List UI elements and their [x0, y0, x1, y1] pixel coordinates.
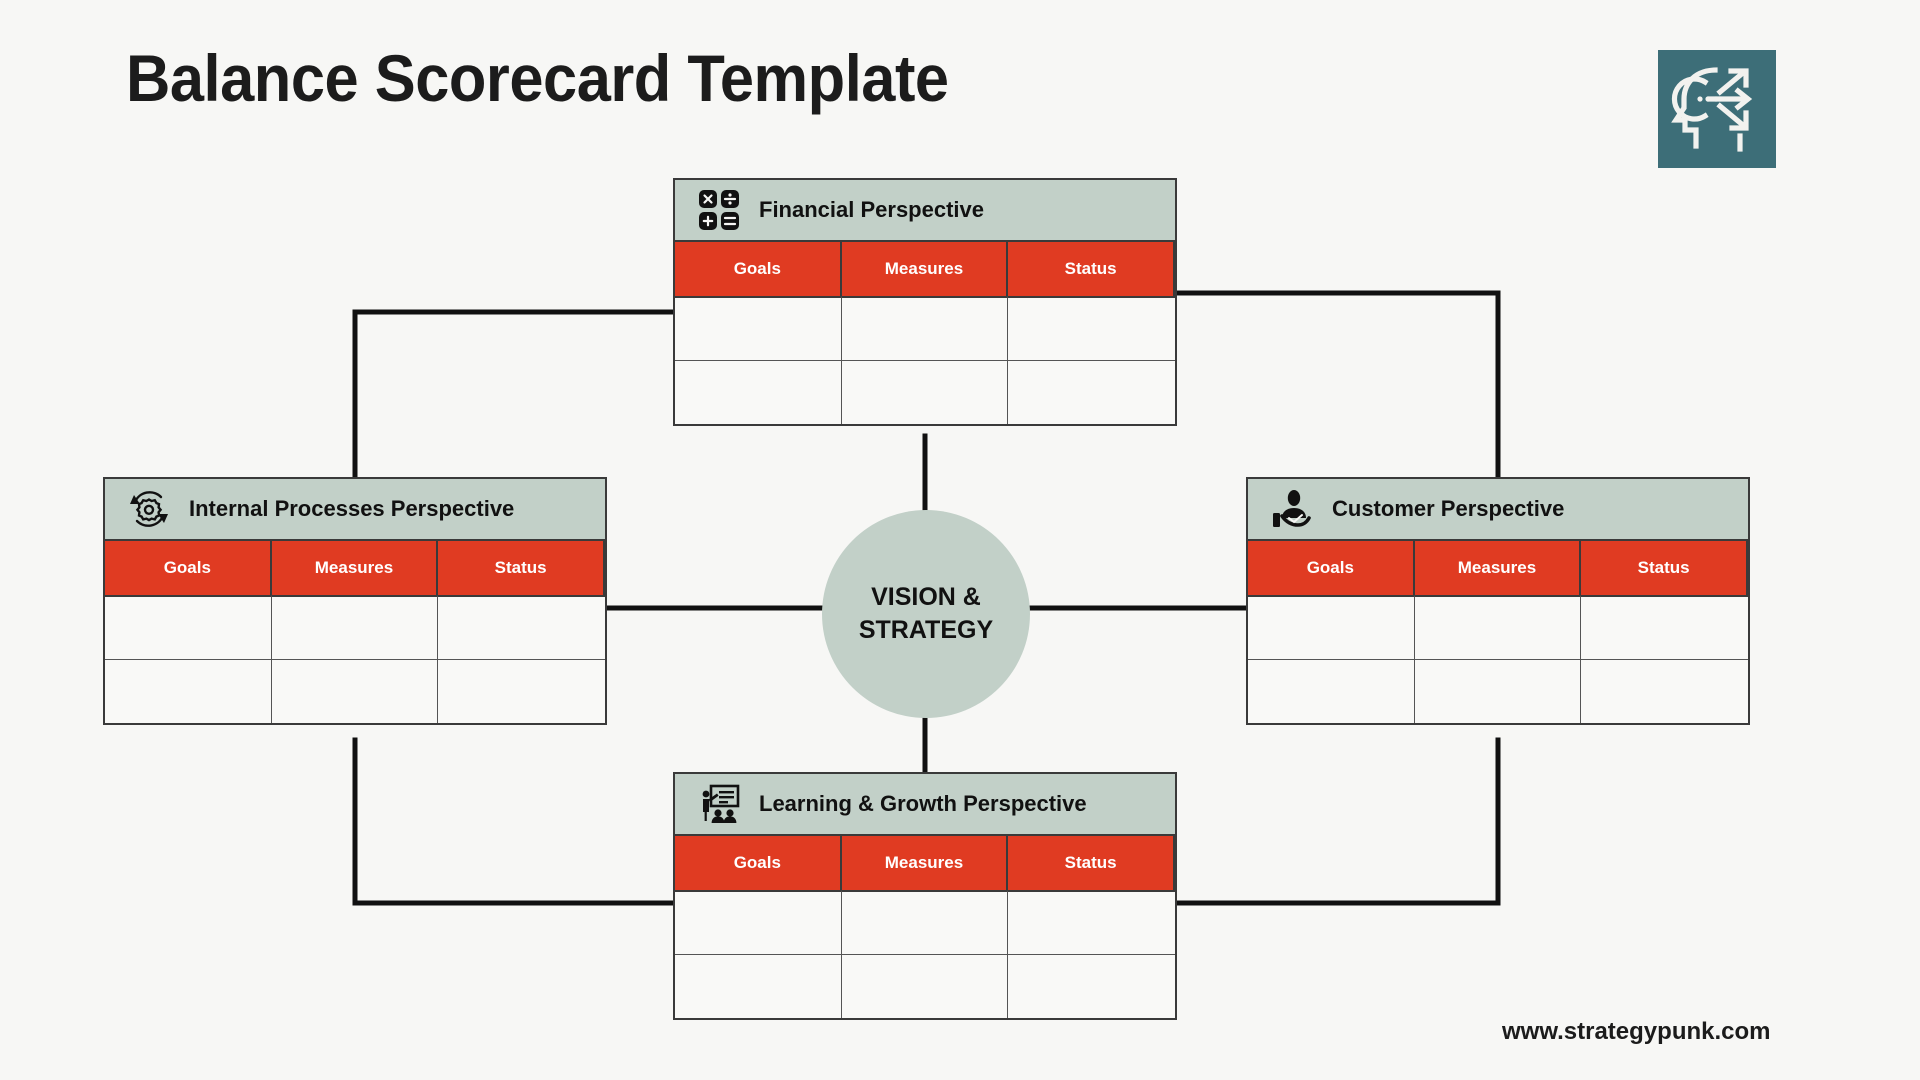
perspective-card-internal-processes[interactable]: Internal Processes Perspective Goals Mea… [103, 477, 607, 725]
table-cell[interactable] [675, 890, 842, 954]
card-title-learning-growth: Learning & Growth Perspective [759, 791, 1087, 816]
table-cell[interactable] [1248, 659, 1415, 723]
table-cell[interactable] [1008, 296, 1175, 360]
gear-cycle-icon [127, 487, 171, 531]
table-cell[interactable] [841, 296, 1009, 360]
card-header-internal-processes: Internal Processes Perspective [105, 479, 605, 541]
table-cell[interactable] [438, 595, 605, 659]
column-header-measures: Measures [841, 836, 1009, 890]
column-header-goals: Goals [675, 242, 842, 296]
column-header-status: Status [438, 541, 605, 595]
table-cell[interactable] [438, 659, 605, 723]
table-cell[interactable] [1581, 659, 1748, 723]
card-title-internal-processes: Internal Processes Perspective [189, 496, 515, 521]
table-cell[interactable] [1414, 595, 1582, 659]
column-header-measures: Measures [841, 242, 1009, 296]
table-cell[interactable] [841, 954, 1009, 1018]
table-cell[interactable] [1581, 595, 1748, 659]
table-customer: Goals Measures Status [1248, 541, 1748, 723]
table-cell[interactable] [675, 296, 842, 360]
calculator-math-icon [697, 188, 741, 232]
perspective-card-financial[interactable]: Financial Perspective Goals Measures Sta… [673, 178, 1177, 426]
person-supporting-hand-icon [1270, 487, 1314, 531]
table-learning-growth: Goals Measures Status [675, 836, 1175, 1018]
table-cell[interactable] [1248, 595, 1415, 659]
table-cell[interactable] [1414, 659, 1582, 723]
table-cell[interactable] [1008, 360, 1175, 424]
column-header-measures: Measures [1414, 541, 1582, 595]
card-title-financial: Financial Perspective [759, 197, 984, 222]
table-cell[interactable] [105, 659, 272, 723]
column-header-status: Status [1008, 242, 1175, 296]
column-header-status: Status [1581, 541, 1748, 595]
table-cell[interactable] [675, 360, 842, 424]
page-title: Balance Scorecard Template [126, 41, 949, 115]
table-cell[interactable] [1008, 954, 1175, 1018]
column-header-goals: Goals [675, 836, 842, 890]
perspective-card-customer[interactable]: Customer Perspective Goals Measures Stat… [1246, 477, 1750, 725]
card-title-customer: Customer Perspective [1332, 496, 1565, 521]
table-financial: Goals Measures Status [675, 242, 1175, 424]
vision-line-1: VISION & [871, 583, 981, 611]
table-cell[interactable] [675, 954, 842, 1018]
column-header-measures: Measures [271, 541, 439, 595]
column-header-goals: Goals [105, 541, 272, 595]
head-strategy-arrows-icon [1658, 50, 1776, 168]
table-cell[interactable] [841, 890, 1009, 954]
column-header-status: Status [1008, 836, 1175, 890]
table-cell[interactable] [271, 659, 439, 723]
column-header-goals: Goals [1248, 541, 1415, 595]
card-header-financial: Financial Perspective [675, 180, 1175, 242]
card-header-customer: Customer Perspective [1248, 479, 1748, 541]
presenter-whiteboard-audience-icon [697, 782, 741, 826]
footer-website-url: www.strategypunk.com [1502, 1018, 1771, 1045]
table-cell[interactable] [271, 595, 439, 659]
perspective-card-learning-growth[interactable]: Learning & Growth Perspective Goals Meas… [673, 772, 1177, 1020]
table-cell[interactable] [105, 595, 272, 659]
vision-strategy-circle: VISION & STRATEGY [822, 510, 1030, 718]
vision-line-2: STRATEGY [858, 616, 994, 644]
table-cell[interactable] [841, 360, 1009, 424]
card-header-learning-growth: Learning & Growth Perspective [675, 774, 1175, 836]
table-cell[interactable] [1008, 890, 1175, 954]
table-internal-processes: Goals Measures Status [105, 541, 605, 723]
